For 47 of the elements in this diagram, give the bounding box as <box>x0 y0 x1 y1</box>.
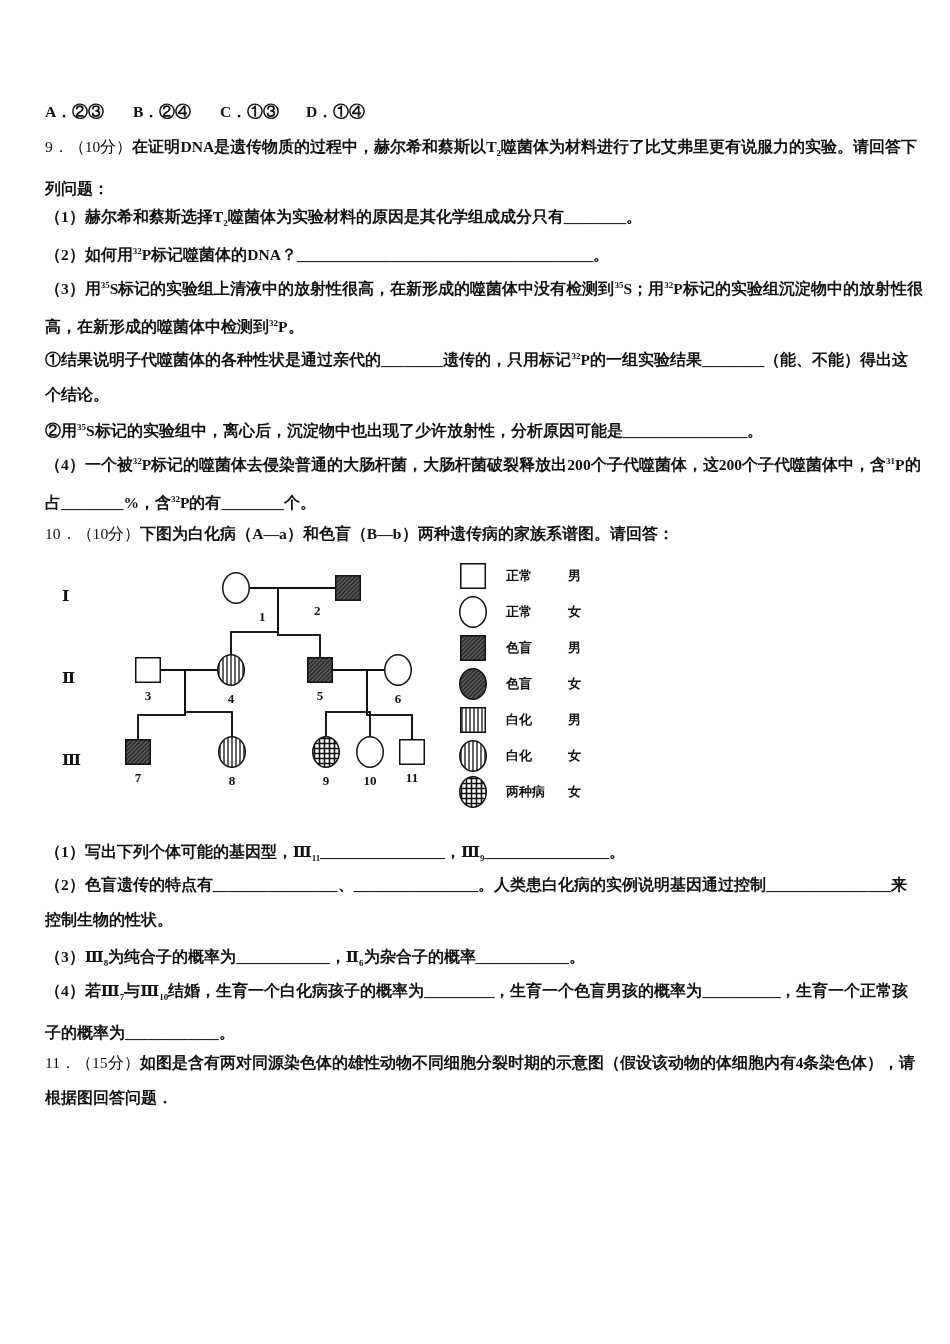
legend-label: 白化 <box>506 712 532 728</box>
legend-label: 正常 <box>506 604 532 620</box>
answer-option: C．①③ <box>220 94 300 129</box>
individual-number: 4 <box>226 692 236 706</box>
answer-option: D．①④ <box>306 94 386 129</box>
legend-label: 女 <box>568 676 581 692</box>
individual-number: 5 <box>315 689 325 703</box>
answer-option: B．②④ <box>133 94 213 129</box>
descent-line <box>277 587 336 658</box>
individual-number: 2 <box>314 604 321 618</box>
question-text: （2）如何用$^{32}$P标记噬菌体的DNA？______________________________________。 <box>45 245 611 266</box>
question-text: 11．（15分）如图是含有两对同源染色体的雄性动物不同细胞分裂时期的示意图（假设该动物的体细胞内有4条染色体），请根据图回答问题． <box>45 1053 917 1108</box>
question-text: （4）若Ⅲ$_{7}$与Ⅲ$_{10}$结婚，生育一个白化病孩子的概率为_________，生育一个色盲男孩的概率为__________，生育一个正常孩子的概率为____________。 <box>45 981 910 1044</box>
descent-line <box>184 669 233 737</box>
legend-label: 正常 <box>506 568 532 584</box>
legend-label: 色盲 <box>506 676 532 692</box>
question-text: ①结果说明子代噬菌体的各种性状是通过亲代的________遗传的，只用标记$^{32}$P的一组实验结果________（能、不能）得出这个结论。 <box>45 350 910 406</box>
individual-number: 9 <box>321 774 331 788</box>
legend-label: 女 <box>568 604 581 620</box>
answer-option: A．②③ <box>45 94 125 129</box>
legend-label: 女 <box>568 784 581 800</box>
question-text: （1）赫尔希和蔡斯选择T$_{2}$噬菌体为实验材料的原因是其化学组成成分只有________。 <box>45 207 644 231</box>
question-text: （2）色盲遗传的特点有________________、________________。人类患白化病的实例说明基因通过控制________________来控制生物的性状。 <box>45 875 909 930</box>
legend-label: 男 <box>568 568 581 584</box>
generation-label: Ⅲ <box>62 750 81 770</box>
question-text: （3）Ⅲ$_{8}$为纯合子的概率为____________，Ⅱ$_{6}$为杂合子的概率____________。 <box>45 947 587 971</box>
question-text: （3）用$^{35}$S标记的实验组上清液中的放射性很高，在新形成的噬菌体中没有检测到$^{35}$S；用$^{32}$P标记的实验组沉淀物中的放射性很高，在新形成的噬菌体中检测到$^{32}$P。 <box>45 279 923 338</box>
individual-number: 6 <box>393 692 403 706</box>
individual-number: 8 <box>227 774 237 788</box>
question-text: 9．（10分）在证明DNA是遗传物质的过程中，赫尔希和蔡斯以T$_{2}$噬菌体为材料进行了比艾弗里更有说服力的实验。请回答下列问题： <box>45 137 919 200</box>
legend-label: 两种病 <box>506 784 545 800</box>
individual-number: 3 <box>143 689 153 703</box>
generation-label: Ⅱ <box>62 668 76 688</box>
question-text: 10．（10分）下图为白化病（A—a）和色盲（B—b）两种遗传病的家族系谱图。请回答： <box>45 524 675 544</box>
legend-label: 男 <box>568 640 581 656</box>
individual-number: 11 <box>404 771 420 785</box>
individual-number: 10 <box>362 774 378 788</box>
legend-label: 白化 <box>506 748 532 764</box>
question-text: ②用$^{35}$S标记的实验组中，离心后，沉淀物中也出现了少许放射性，分析原因可能是________________。 <box>45 421 765 442</box>
legend-label: 色盲 <box>506 640 532 656</box>
legend-label: 男 <box>568 712 581 728</box>
legend-label: 女 <box>568 748 581 764</box>
question-text: （1）写出下列个体可能的基因型，Ⅲ$_{11}$________________，Ⅲ$_{9}$________________。 <box>45 842 627 866</box>
individual-number: 1 <box>259 610 266 624</box>
generation-label: Ⅰ <box>62 586 70 606</box>
question-text: （4）一个被$^{32}$P标记的噬菌体去侵染普通的大肠杆菌，大肠杆菌破裂释放出200个子代噬菌体，这200个子代噬菌体中，含$^{31}$P的占________%，含$^{32}$P的有________个。 <box>45 455 922 514</box>
individual-number: 7 <box>133 771 143 785</box>
